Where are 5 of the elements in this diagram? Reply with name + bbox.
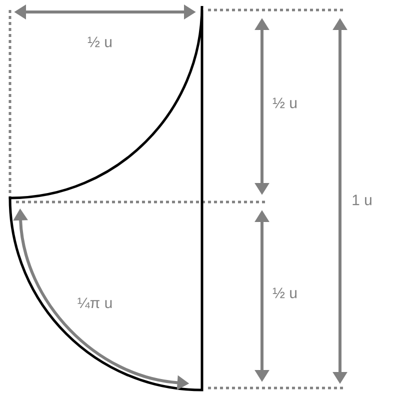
dimension-label: ¼π u [78, 298, 112, 308]
dimension-label: ½ u [272, 288, 296, 298]
dimension-label: 1 u [352, 194, 372, 206]
dimension-label: ½ u [88, 36, 112, 48]
dimension-label: ½ u [272, 98, 296, 108]
